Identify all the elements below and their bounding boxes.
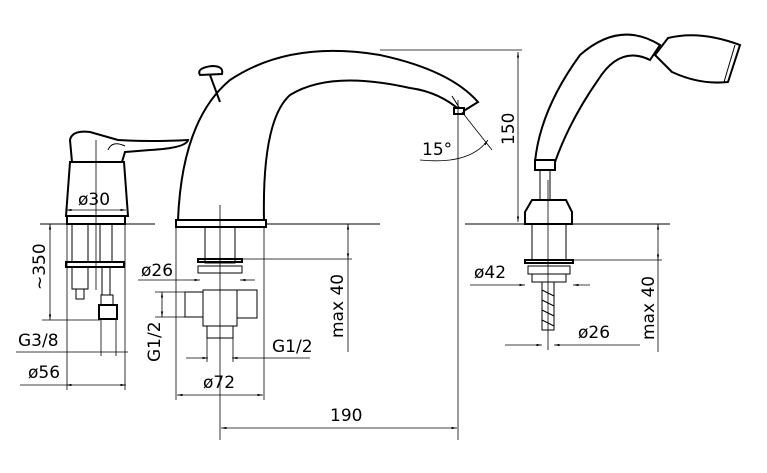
dim-shower-holder-dia: ø42 <box>474 263 506 283</box>
dim-spout-thread-bottom: G1/2 <box>272 337 313 357</box>
dim-shower-shank-dia: ø26 <box>578 323 610 343</box>
dim-mixer-dia-top: ø30 <box>78 190 110 210</box>
dim-shower-max-deck: max 40 <box>639 276 659 340</box>
dim-spout-base-dia: ø72 <box>203 373 235 393</box>
dim-hose-length: ~350 <box>30 243 50 290</box>
dim-spout-angle: 15° <box>422 140 452 160</box>
dim-spout-max-deck: max 40 <box>328 274 348 338</box>
hand-shower <box>524 33 742 350</box>
mixer-valve <box>64 130 190 320</box>
dim-shower-height: 150 <box>499 113 519 145</box>
dim-spout-shank-dia: ø26 <box>141 261 173 281</box>
bath-spout <box>175 49 480 440</box>
spout-dimensions: ø26 G1/2 G1/2 ø72 max 40 190 15° <box>138 49 522 430</box>
hand-shower-dimensions: 150 ø42 ø26 max 40 <box>470 52 662 352</box>
dim-mixer-dia-base: ø56 <box>28 363 60 383</box>
dim-thread-g38: G3/8 <box>18 331 59 351</box>
dim-spout-thread-side: G1/2 <box>145 321 165 362</box>
mixer-dimensions: ø30 ~350 G3/8 ø56 <box>16 190 128 390</box>
dim-spout-reach: 190 <box>330 406 362 426</box>
